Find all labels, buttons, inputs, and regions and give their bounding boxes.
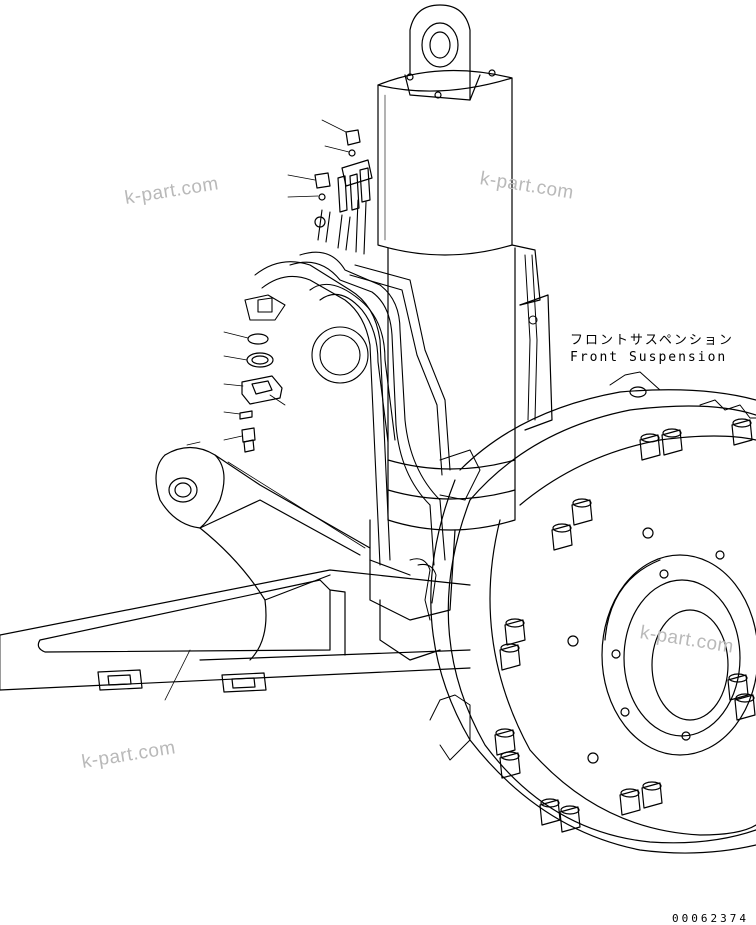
- hub-bolts: [495, 419, 755, 832]
- washer: [240, 411, 252, 419]
- arm-bushing: [169, 478, 197, 502]
- brake-lines: [410, 450, 480, 760]
- hub-center: [602, 555, 756, 755]
- plug-fitting: [315, 173, 330, 188]
- sensor-cable: [525, 255, 537, 420]
- caption-english: Front Suspension: [570, 350, 728, 365]
- suspension-cylinder: [370, 5, 552, 660]
- wheel-hub-assembly: [431, 372, 756, 853]
- exploded-stack: [165, 332, 365, 700]
- trailing-arm: [156, 448, 370, 661]
- pipe-flange: [245, 295, 285, 320]
- beam-lug-right: [222, 673, 266, 692]
- axle-beam: [0, 570, 470, 692]
- bolt: [242, 428, 255, 442]
- drawing-number: 00062374: [672, 912, 749, 925]
- caption-japanese: フロントサスペンション: [570, 333, 734, 348]
- o-ring: [248, 334, 268, 344]
- split-flange: [242, 376, 282, 404]
- seal-ring: [247, 353, 273, 367]
- beam-lug-left: [98, 670, 142, 690]
- plug-fitting: [346, 130, 360, 145]
- hydraulic-pipes: [245, 200, 450, 565]
- fittings-group: [288, 120, 372, 227]
